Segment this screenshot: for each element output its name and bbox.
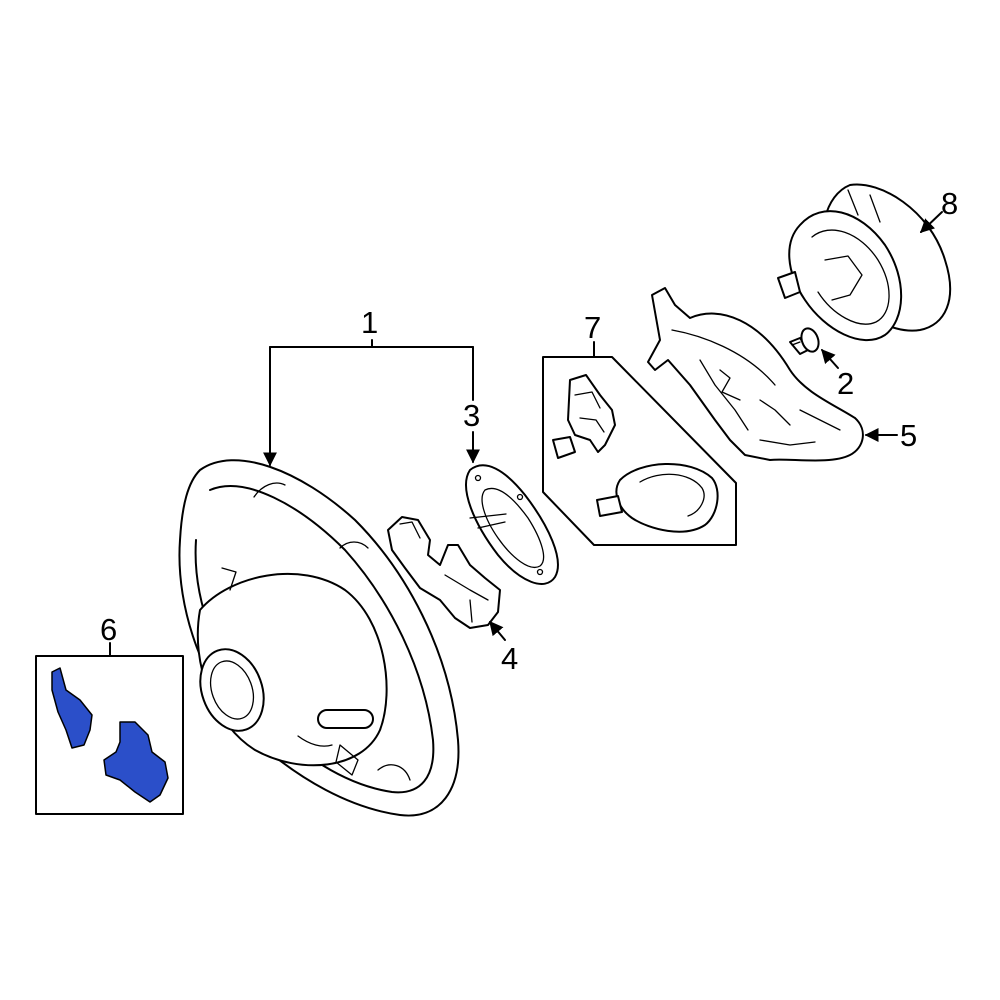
- steering-wheel[interactable]: [178, 459, 460, 817]
- callout-5: 5: [900, 418, 917, 453]
- callout-4: 4: [501, 641, 518, 676]
- trim-housing[interactable]: [647, 287, 864, 462]
- callout-8: 8: [941, 186, 958, 221]
- bolt[interactable]: [789, 326, 822, 355]
- callout-1: 1: [361, 305, 378, 340]
- callout-6: 6: [100, 612, 117, 647]
- cover-plate[interactable]: [465, 464, 559, 585]
- callout-7: 7: [584, 310, 601, 345]
- callout-labels: 1 2 3 4 5 6 7 8: [100, 186, 958, 676]
- control-switches-group[interactable]: [542, 356, 737, 546]
- trim-piece-left[interactable]: [51, 667, 93, 749]
- lower-bracket[interactable]: [387, 516, 501, 629]
- airbag-module[interactable]: [777, 183, 952, 341]
- callout-2: 2: [837, 366, 854, 401]
- part-6-group[interactable]: [35, 655, 184, 815]
- callout-3: 3: [463, 398, 480, 433]
- trim-piece-right[interactable]: [103, 721, 169, 803]
- leader-lines: [109, 211, 943, 657]
